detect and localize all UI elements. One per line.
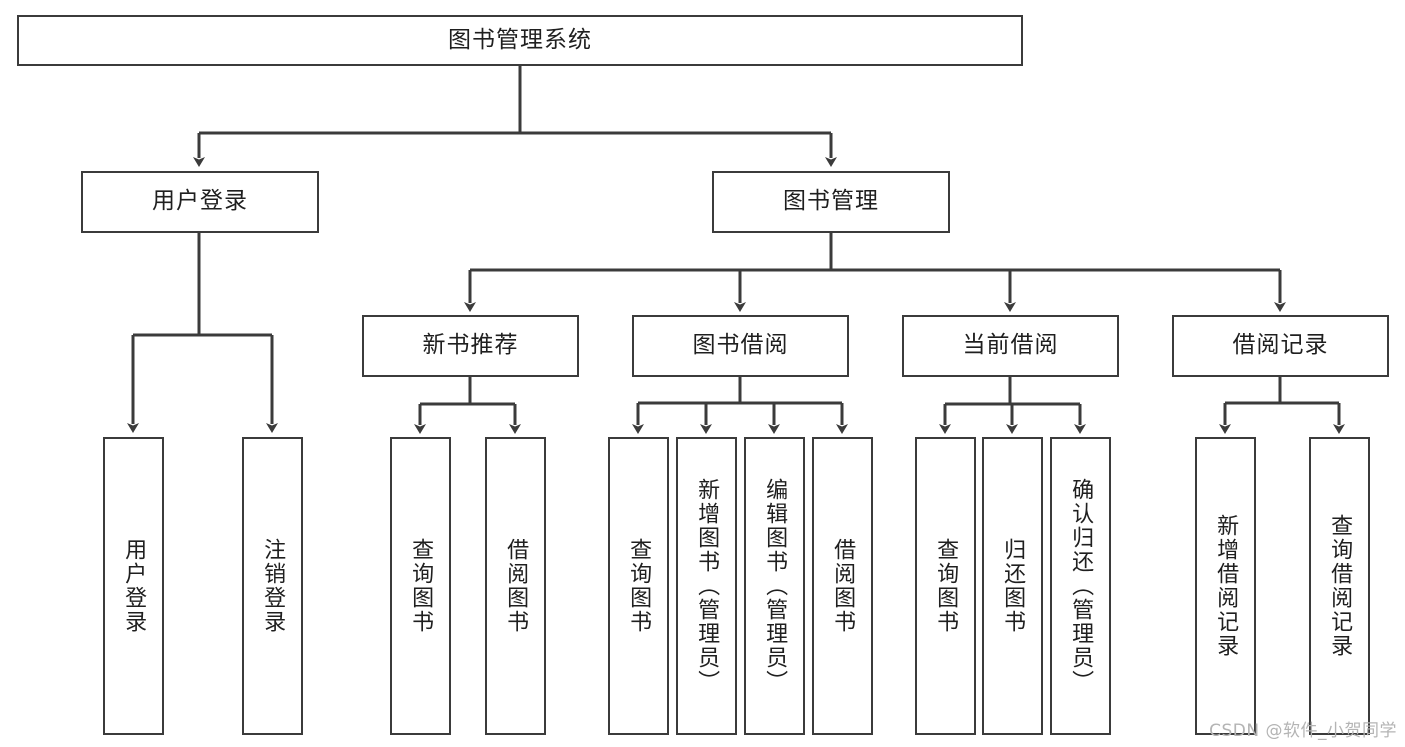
leaf-borrow-add-book[interactable]: 新增图书（管理员） [676, 437, 737, 735]
leaf-record-query[interactable]: 查询借阅记录 [1309, 437, 1370, 735]
node-label: 查询图书 [626, 538, 652, 634]
node-label: 用户登录 [152, 188, 248, 215]
node-label: 借阅图书 [503, 538, 529, 634]
node-label: 查询图书 [408, 538, 434, 634]
node-label: 用户登录 [121, 538, 147, 634]
node-label: 借阅记录 [1232, 332, 1329, 359]
node-label: 查询借阅记录 [1327, 514, 1353, 658]
leaf-borrow-edit-book[interactable]: 编辑图书（管理员） [744, 437, 805, 735]
node-label: 新增借阅记录 [1213, 514, 1239, 658]
leaf-current-return-book[interactable]: 归还图书 [982, 437, 1043, 735]
node-new-book-recommend[interactable]: 新书推荐 [362, 315, 579, 377]
node-label: 当前借阅 [962, 332, 1059, 359]
node-book-borrow[interactable]: 图书借阅 [632, 315, 849, 377]
node-label: 归还图书 [1000, 538, 1026, 634]
node-root-system[interactable]: 图书管理系统 [17, 15, 1023, 66]
node-label: 注销登录 [260, 538, 286, 634]
node-book-management[interactable]: 图书管理 [712, 171, 950, 233]
node-label: 图书管理系统 [448, 26, 592, 53]
leaf-rec-query-book[interactable]: 查询图书 [390, 437, 451, 735]
node-label: 图书管理 [783, 188, 879, 215]
leaf-current-confirm-return[interactable]: 确认归还（管理员） [1050, 437, 1111, 735]
node-label: 图书借阅 [692, 332, 789, 359]
node-label: 确认归还（管理员） [1068, 478, 1094, 694]
leaf-borrow-borrow-book[interactable]: 借阅图书 [812, 437, 873, 735]
leaf-user-login[interactable]: 用户登录 [103, 437, 164, 735]
node-current-borrow[interactable]: 当前借阅 [902, 315, 1119, 377]
csdn-watermark: CSDN @软件_小贺同学 [1209, 721, 1397, 741]
node-borrow-record[interactable]: 借阅记录 [1172, 315, 1389, 377]
leaf-current-query-book[interactable]: 查询图书 [915, 437, 976, 735]
node-user-login[interactable]: 用户登录 [81, 171, 319, 233]
node-label: 新增图书（管理员） [694, 478, 720, 694]
node-label: 新书推荐 [422, 332, 519, 359]
leaf-logout[interactable]: 注销登录 [242, 437, 303, 735]
node-label: 编辑图书（管理员） [762, 478, 788, 694]
leaf-record-add[interactable]: 新增借阅记录 [1195, 437, 1256, 735]
leaf-rec-borrow-book[interactable]: 借阅图书 [485, 437, 546, 735]
leaf-borrow-query-book[interactable]: 查询图书 [608, 437, 669, 735]
node-label: 查询图书 [933, 538, 959, 634]
node-label: 借阅图书 [830, 538, 856, 634]
